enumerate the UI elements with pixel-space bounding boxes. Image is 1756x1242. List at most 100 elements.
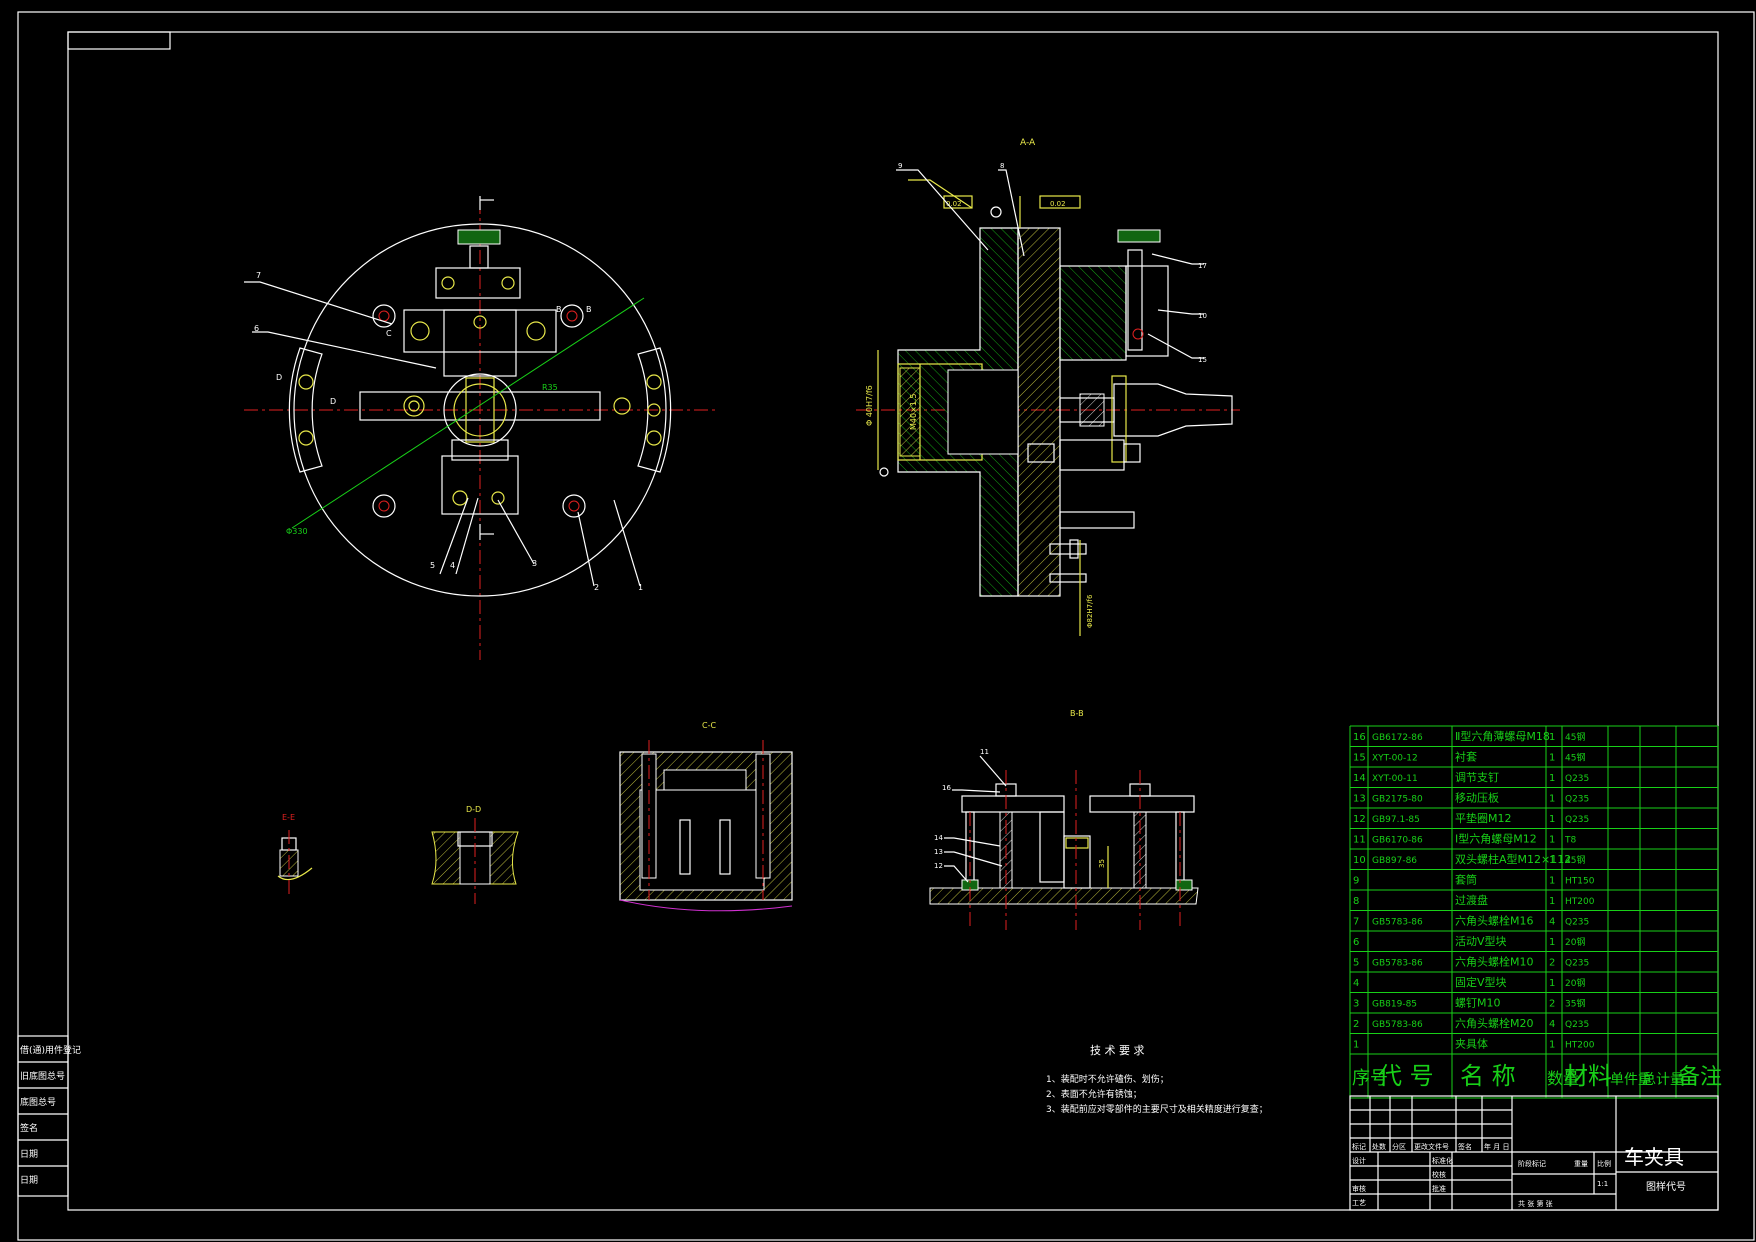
bb-right-clamp — [1089, 795, 1195, 813]
aa-balloon-10: 10 — [1198, 312, 1207, 320]
bom-cell-mat: Q235 — [1565, 795, 1589, 805]
bom-cell-no: 2 — [1353, 1019, 1359, 1030]
side-table: 借(通)用件登记 旧底图总号 底图总号 签名 日期 日期 — [17, 1035, 81, 1197]
bom-cell-name: 活动V型块 — [1455, 934, 1507, 948]
tb-drafted: 校核 — [1432, 1170, 1446, 1179]
side-row-5: 日期 — [20, 1175, 38, 1186]
tech-req-heading: 技 术 要 求 — [1090, 1044, 1145, 1057]
bom-cell-mat: T8 — [1564, 836, 1576, 846]
bom-head-unit-wt: 单件重 — [1610, 1072, 1652, 1088]
aa-dia1: Φ 40H7/f6 — [865, 385, 874, 426]
tech-req-item-2: 2、表面不允许有锈蚀； — [1046, 1088, 1142, 1100]
plan-balloon-1: 1 — [638, 583, 643, 592]
bom-cell-no: 1 — [1353, 1040, 1359, 1051]
bom-cell-name: 夹具体 — [1455, 1037, 1488, 1051]
center-bore — [443, 373, 517, 447]
aa-balloon-8: 8 — [1000, 162, 1004, 170]
plan-outer-circle — [293, 223, 667, 597]
bom-cell-code: GB5783-86 — [1372, 918, 1423, 928]
bom-cell-no: 6 — [1353, 937, 1359, 948]
bom-cell-no: 13 — [1353, 794, 1366, 805]
tb-zone: 分区 — [1392, 1142, 1406, 1151]
bom-cell-qty: 2 — [1549, 958, 1555, 969]
aa-balloon-15: 15 — [1198, 356, 1207, 364]
section-ee-view: E-E — [277, 813, 313, 896]
section-bb-view: B-B 35 16 14 13 — [929, 709, 1199, 930]
tb-sign: 签名 — [1458, 1142, 1472, 1151]
bom-cell-no: 11 — [1353, 835, 1366, 846]
tb-scale-value: 1:1 — [1597, 1180, 1608, 1188]
bom-cell-no: 12 — [1353, 814, 1366, 825]
bom-cell-name: 六角头螺栓M20 — [1455, 1016, 1534, 1030]
bom-cell-qty: 1 — [1549, 876, 1555, 887]
bom-cell-no: 14 — [1353, 773, 1366, 784]
aa-balloon-9: 9 — [898, 162, 902, 170]
bom-cell-code: XYT-00-12 — [1372, 754, 1418, 764]
section-dd-view: D-D — [431, 805, 519, 904]
section-bb-label: B-B — [1070, 709, 1084, 718]
bom-cell-name: 六角头螺栓M16 — [1455, 914, 1534, 928]
aa-dia3: Φ82H7/f6 — [1086, 594, 1094, 628]
plan-balloon-b2: B — [586, 305, 592, 314]
side-row-2: 底图总号 — [20, 1096, 56, 1108]
section-cc-view: C-C — [619, 721, 793, 912]
bom-cell-name: 调节支钉 — [1455, 771, 1499, 784]
section-dd-label: D-D — [466, 805, 481, 814]
bom-cell-name: 套筒 — [1455, 873, 1477, 887]
bb-balloon-16: 16 — [942, 784, 951, 792]
bom-cell-name: 移动压板 — [1455, 791, 1499, 805]
side-row-0: 借(通)用件登记 — [20, 1044, 81, 1056]
bom-cell-code: GB2175-80 — [1372, 795, 1423, 805]
bom-cell-qty: 1 — [1549, 855, 1555, 866]
plan-balloon-d2: D — [330, 397, 336, 406]
bom-cell-qty: 1 — [1549, 732, 1555, 743]
plan-balloon-c: C — [386, 329, 392, 338]
bom-cell-code: XYT-00-11 — [1372, 774, 1418, 784]
bom-cell-qty: 2 — [1549, 999, 1555, 1010]
bom-cell-qty: 1 — [1549, 814, 1555, 825]
inner-border — [67, 31, 1719, 1211]
tech-req-item-1: 1、装配时不允许磕伤、划伤； — [1046, 1073, 1169, 1085]
bb-balloon-13: 13 — [934, 848, 943, 856]
bom-head-qty: 数量 — [1547, 1069, 1579, 1088]
bom-cell-no: 16 — [1353, 732, 1366, 743]
corner-code-box — [67, 31, 171, 50]
aa-balloon-17: 17 — [1198, 262, 1207, 270]
bom-cell-mat: Q235 — [1565, 959, 1589, 969]
bom-cell-mat: HT150 — [1565, 877, 1595, 887]
bb-balloon-11: 11 — [980, 748, 989, 756]
tb-mark: 标记 — [1352, 1142, 1366, 1151]
fixed-v-block — [441, 455, 519, 515]
tb-standardize: 标准化 — [1432, 1156, 1453, 1165]
bom-cell-code: GB5783-86 — [1372, 959, 1423, 969]
plan-balloon-3: 3 — [532, 559, 537, 568]
tb-process: 工艺 — [1352, 1199, 1366, 1207]
bom-head-note: 备注 — [1678, 1065, 1722, 1090]
bb-height-dim: 35 — [1098, 859, 1106, 868]
bb-balloon-12: 12 — [934, 862, 943, 870]
bom-cell-mat: HT200 — [1565, 1041, 1595, 1051]
bom-cell-no: 7 — [1353, 917, 1359, 928]
aa-v-block — [1059, 265, 1127, 361]
bom-head-mat: 材料 — [1564, 1062, 1612, 1090]
side-row-4: 日期 — [20, 1149, 38, 1160]
bom-cell-code: GB897-86 — [1372, 856, 1417, 866]
bom-cell-code: GB6172-86 — [1372, 733, 1423, 743]
bom-cell-name: 螺钉M10 — [1455, 997, 1501, 1010]
bom-cell-mat: 20钢 — [1565, 977, 1585, 989]
bom-cell-name: 衬套 — [1455, 751, 1477, 764]
bom-cell-mat: 20钢 — [1565, 936, 1585, 948]
bom-head-name: 名 称 — [1460, 1062, 1516, 1090]
bom-cell-mat: Q235 — [1565, 815, 1589, 825]
tb-scale: 比例 — [1597, 1159, 1611, 1168]
bom-cell-name: Ⅰ型六角螺母M12 — [1455, 832, 1537, 846]
bom-cell-no: 8 — [1353, 896, 1359, 907]
bom-cell-no: 15 — [1353, 753, 1366, 764]
bom-cell-no: 3 — [1353, 999, 1359, 1010]
plan-view: Φ330 R35 7 6 D D C B B 5 4 3 2 1 — [244, 196, 716, 660]
drawing-title: 车夹具 — [1624, 1145, 1684, 1169]
section-ee-label: E-E — [282, 813, 295, 822]
tb-date: 年 月 日 — [1484, 1142, 1509, 1151]
plan-r-text: R35 — [542, 383, 558, 392]
